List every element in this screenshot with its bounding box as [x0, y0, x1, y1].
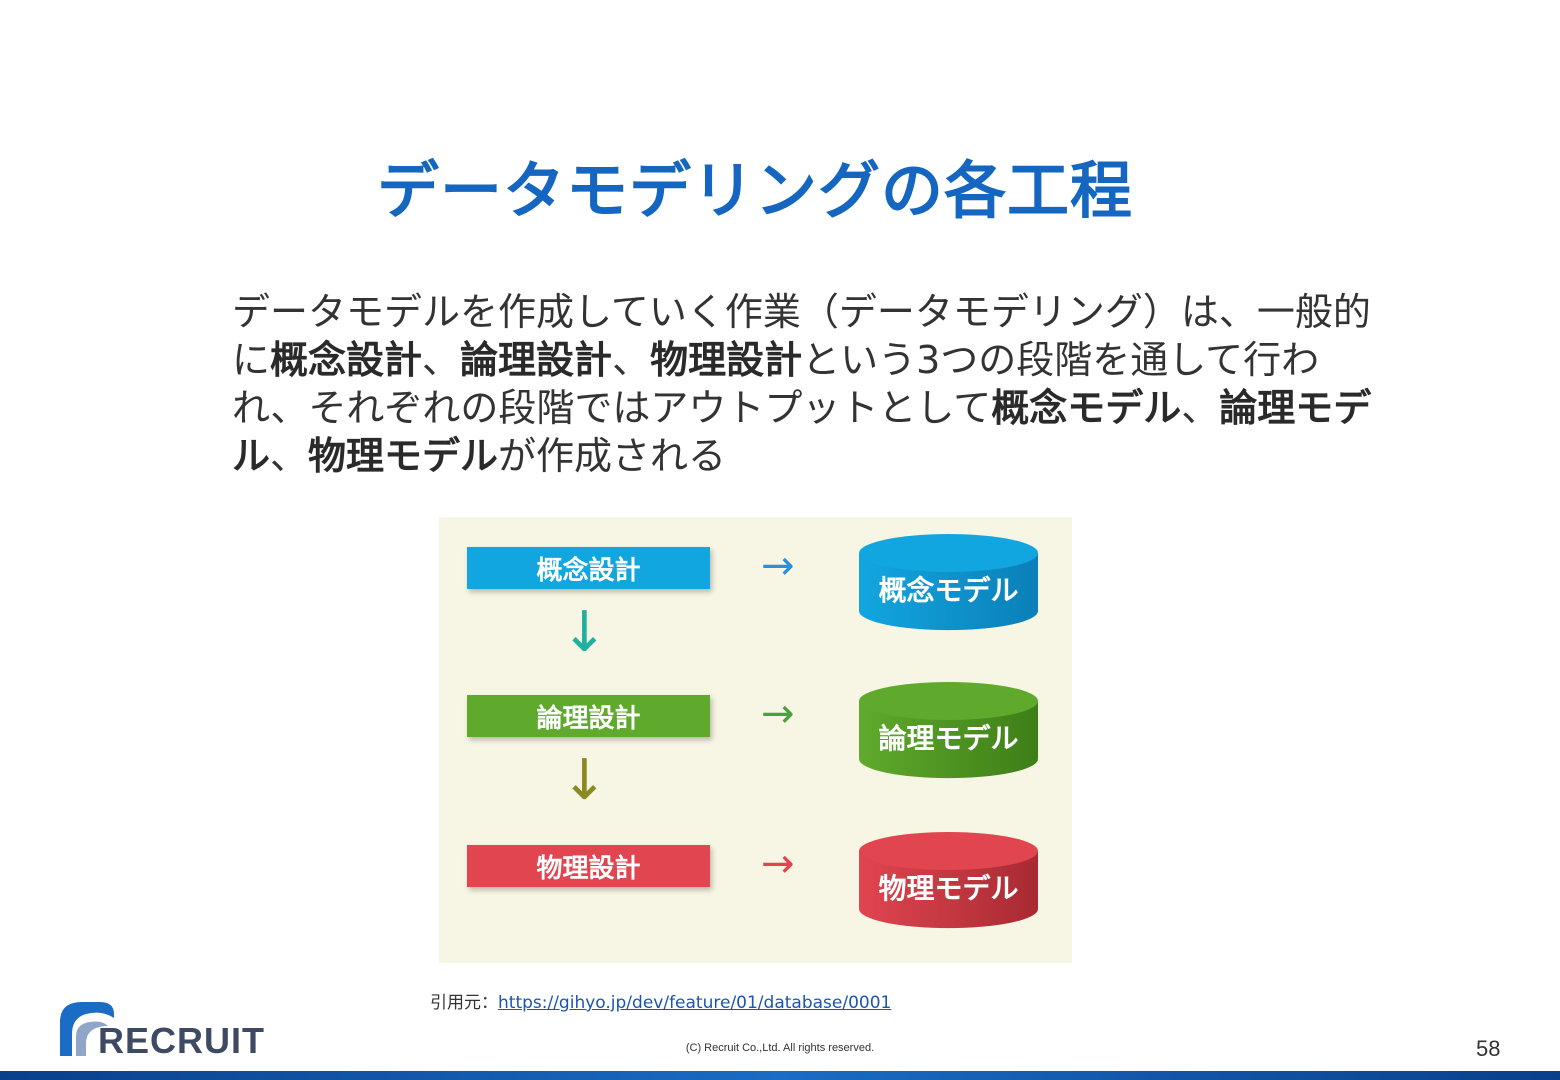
body-text-segment: データモデルを作成していく作業（データモデリング）は、一般的に: [232, 290, 1371, 382]
logo-mark-icon: [60, 1002, 114, 1056]
database-cylinder-icon: [859, 682, 1038, 779]
down-arrow-icon: ↓: [561, 748, 608, 813]
citation-link[interactable]: https://gihyo.jp/dev/feature/01/database…: [498, 993, 892, 1013]
step-box-1: 概念設計: [467, 547, 710, 589]
copyright: (C) Recruit Co.,Ltd. All rights reserved…: [685, 1042, 875, 1054]
body-text-segment: 、: [270, 434, 309, 478]
body-text-segment: 、: [612, 338, 651, 382]
step-box-3: 物理設計: [467, 845, 710, 887]
body-text-segment: が作成される: [498, 434, 727, 478]
down-arrow-icon: ↓: [561, 600, 608, 665]
model-label: 物理モデル: [878, 872, 1019, 905]
body-bold-term: 概念モデル: [991, 386, 1182, 430]
citation-label: 引用元：: [430, 993, 498, 1013]
model-label: 概念モデル: [878, 574, 1019, 607]
model-cylinder-3: 物理モデル: [858, 831, 1039, 929]
body-bold-term: 論理モデル: [232, 386, 1372, 478]
body-bold-term: 概念設計: [270, 338, 423, 382]
body-bold-term: 論理設計: [460, 338, 613, 382]
page-number: 58: [1476, 1036, 1501, 1061]
database-cylinder-icon: [859, 832, 1038, 929]
modeling-process-figure: 概念設計 → 概念モデル論理設計 → 論理モデル物理設計 → 物理モデル ↓ ↓: [439, 517, 1072, 963]
body-text-segment: 、: [422, 338, 461, 382]
database-cylinder-icon: [859, 534, 1038, 631]
recruit-logo: RECRUIT: [56, 1000, 296, 1061]
bottom-bar: [0, 1071, 1560, 1080]
body-paragraph: データモデルを作成していく作業（データモデリング）は、一般的に概念設計、論理設計…: [232, 288, 1392, 480]
right-arrow-icon: →: [761, 543, 795, 589]
model-cylinder-1: 概念モデル: [858, 533, 1039, 631]
body-bold-term: 物理モデル: [308, 434, 499, 478]
step-box-2: 論理設計: [467, 695, 710, 737]
body-text-segment: 、: [1181, 386, 1220, 430]
slide-title: データモデリングの各工程: [376, 154, 1133, 227]
right-arrow-icon: →: [761, 691, 795, 737]
model-label: 論理モデル: [878, 722, 1019, 755]
logo-text: RECRUIT: [98, 1020, 265, 1061]
right-arrow-icon: →: [761, 841, 795, 887]
body-bold-term: 物理設計: [650, 338, 803, 382]
model-cylinder-2: 論理モデル: [858, 681, 1039, 779]
body-text-segment: という3つの段階を通して行われ、それぞれの段階ではアウトプットとして: [232, 338, 1320, 430]
citation: 引用元：https://gihyo.jp/dev/feature/01/data…: [430, 988, 891, 1013]
